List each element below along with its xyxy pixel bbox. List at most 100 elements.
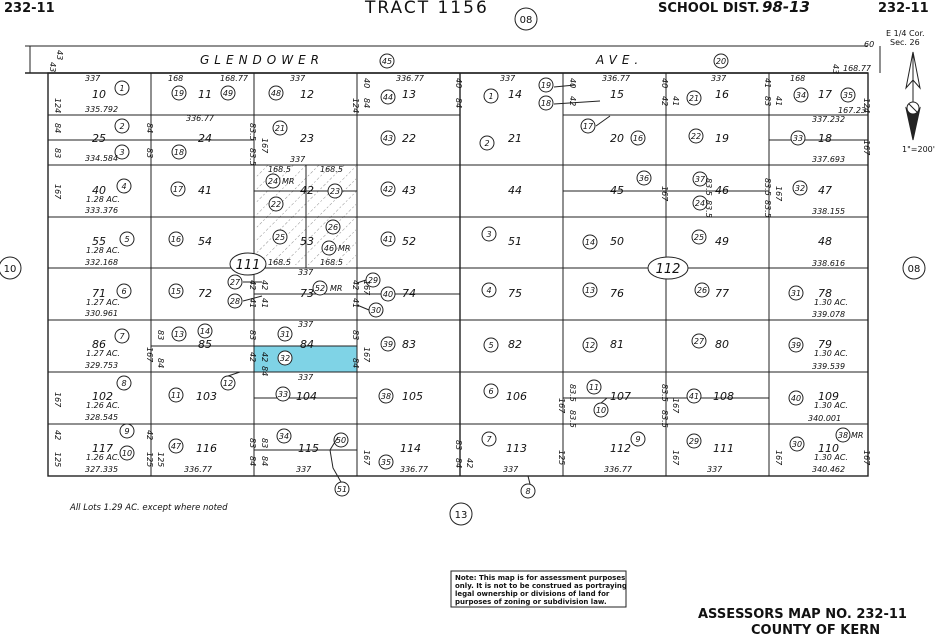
svg-text:339.539: 339.539	[812, 362, 845, 371]
svg-text:32: 32	[280, 354, 290, 363]
svg-text:23: 23	[330, 187, 340, 196]
svg-text:167: 167	[557, 398, 566, 414]
svg-text:83: 83	[248, 330, 257, 340]
block-112[interactable]: 112	[647, 256, 689, 280]
svg-text:73: 73	[300, 287, 314, 300]
svg-text:83.5: 83.5	[660, 384, 669, 402]
svg-text:168.77: 168.77	[843, 64, 872, 73]
svg-text:124: 124	[351, 98, 360, 113]
svg-text:48: 48	[271, 89, 281, 98]
svg-text:42: 42	[660, 96, 669, 106]
adjacent-map-right[interactable]: 08	[902, 256, 926, 280]
svg-text:168.5: 168.5	[320, 165, 343, 174]
svg-text:125: 125	[156, 452, 165, 467]
svg-text:336.77: 336.77	[604, 465, 633, 474]
svg-text:337: 337	[298, 373, 314, 382]
svg-text:55: 55	[92, 235, 106, 248]
svg-text:83: 83	[145, 148, 154, 158]
svg-text:4: 4	[121, 182, 126, 191]
svg-text:14: 14	[585, 238, 595, 247]
svg-text:40: 40	[362, 78, 371, 88]
svg-text:25: 25	[92, 132, 106, 145]
svg-text:85: 85	[198, 338, 212, 351]
svg-text:41: 41	[671, 96, 680, 106]
svg-text:36: 36	[639, 174, 649, 183]
svg-text:337: 337	[503, 465, 519, 474]
svg-text:337: 337	[707, 465, 723, 474]
svg-text:39: 39	[791, 341, 801, 350]
svg-text:17: 17	[818, 88, 832, 101]
svg-text:43: 43	[383, 134, 393, 143]
svg-text:105: 105	[402, 390, 423, 403]
svg-text:83.5: 83.5	[704, 200, 713, 218]
svg-text:41: 41	[248, 298, 257, 308]
svg-text:45: 45	[382, 57, 392, 66]
svg-text:21: 21	[275, 124, 285, 133]
svg-text:83.5: 83.5	[568, 410, 577, 428]
svg-text:330.961: 330.961	[85, 309, 118, 318]
svg-text:12: 12	[223, 379, 233, 388]
street-name-left: GLENDOWER	[200, 53, 324, 67]
svg-text:9: 9	[124, 427, 129, 436]
svg-text:21: 21	[689, 94, 699, 103]
svg-text:167: 167	[362, 280, 371, 296]
street-name-right: AVE.	[595, 53, 643, 67]
footer-county: COUNTY OF KERN	[751, 623, 880, 638]
svg-text:336.77: 336.77	[396, 74, 425, 83]
svg-text:24: 24	[198, 132, 212, 145]
svg-text:MR: MR	[330, 284, 342, 293]
disclaimer-box: Note: This map is for assessment purpose…	[450, 570, 627, 608]
svg-text:42: 42	[260, 352, 269, 362]
svg-text:41: 41	[689, 392, 699, 401]
svg-text:52: 52	[315, 284, 325, 293]
svg-text:46: 46	[715, 184, 729, 197]
svg-text:1.27 AC.: 1.27 AC.	[86, 298, 120, 307]
svg-text:42: 42	[568, 96, 577, 106]
svg-text:1.30 AC.: 1.30 AC.	[814, 349, 848, 358]
street-ref-20: 20	[713, 53, 729, 69]
svg-text:42: 42	[248, 352, 257, 362]
svg-text:337.232: 337.232	[812, 115, 845, 124]
adjacent-map-top[interactable]: 08	[514, 7, 538, 31]
street-ref-45: 45	[379, 53, 395, 69]
adjacent-map-bottom[interactable]: 13	[449, 502, 473, 526]
svg-text:1.28 AC.: 1.28 AC.	[86, 195, 120, 204]
svg-text:107: 107	[610, 390, 631, 403]
block-111[interactable]: 111	[229, 252, 267, 276]
svg-text:15: 15	[171, 287, 181, 296]
svg-text:337: 337	[711, 74, 727, 83]
svg-text:44: 44	[383, 93, 393, 102]
svg-text:83.5: 83.5	[248, 148, 257, 166]
svg-text:5: 5	[488, 341, 493, 350]
svg-text:22: 22	[402, 132, 416, 145]
corner-note-line1: E 1/4 Cor.	[886, 29, 925, 38]
svg-text:86: 86	[92, 338, 106, 351]
svg-text:167: 167	[774, 450, 783, 466]
svg-text:167: 167	[362, 347, 371, 363]
svg-text:76: 76	[610, 287, 624, 300]
adjacent-map-top-label: 08	[520, 15, 533, 26]
svg-text:24: 24	[268, 177, 278, 186]
svg-text:337: 337	[298, 268, 314, 277]
map-number-top-left: 232-11	[4, 1, 55, 16]
svg-text:334.584: 334.584	[85, 154, 118, 163]
svg-text:15: 15	[610, 88, 624, 101]
svg-text:51: 51	[337, 485, 347, 494]
svg-text:115: 115	[298, 442, 319, 455]
svg-text:14: 14	[508, 88, 522, 101]
svg-text:MR: MR	[851, 431, 863, 440]
lot-labels: 10 11 12 13 14 15 16 17 25 24 23 22 21 2…	[92, 88, 839, 455]
svg-text:110: 110	[818, 442, 839, 455]
svg-text:336.77: 336.77	[602, 74, 631, 83]
adjacent-map-left[interactable]: 10	[0, 256, 22, 280]
svg-text:10: 10	[596, 406, 606, 415]
svg-text:329.753: 329.753	[85, 361, 118, 370]
svg-text:1.27 AC.: 1.27 AC.	[86, 349, 120, 358]
svg-text:46: 46	[324, 244, 334, 253]
svg-text:336.77: 336.77	[184, 465, 213, 474]
svg-text:124: 124	[53, 98, 62, 113]
svg-text:83: 83	[53, 148, 62, 158]
svg-text:7: 7	[119, 332, 125, 341]
svg-text:41: 41	[198, 184, 212, 197]
svg-text:8: 8	[525, 487, 530, 496]
